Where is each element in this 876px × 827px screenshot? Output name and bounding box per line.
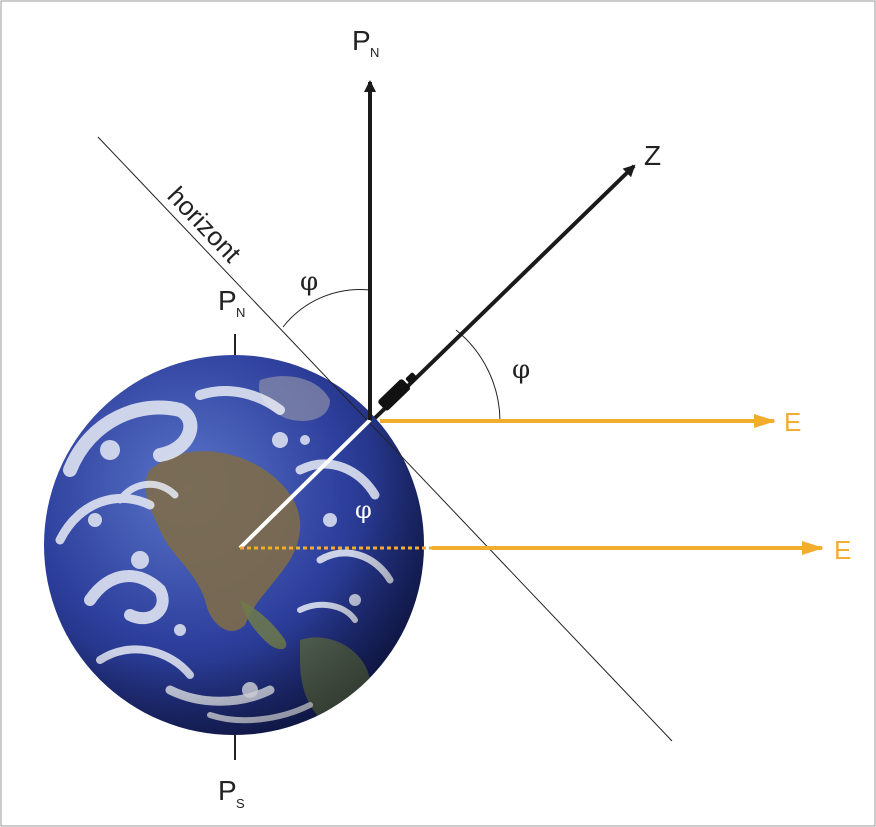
earth-radius-line [238,418,372,550]
globe-north-pole-label: P N [218,285,245,320]
globe-south-pole-label: P S [218,775,245,811]
latitude-arc-right [455,329,501,421]
latitude-arc-top [282,289,371,328]
east-label-upper: E [784,407,801,437]
latitude-angle-label-right: φ [512,355,530,385]
pole-axis-subscript: N [370,45,379,60]
globe-south-letter: P [218,775,237,806]
zenith-arrow [373,164,636,420]
pole-axis-letter: P [352,25,371,56]
horizon-line [97,136,673,742]
globe-north-subscript: N [236,305,245,320]
pole-axis-label: P N [352,25,379,60]
latitude-angle-label-top: φ [300,267,318,297]
earth-globe [44,355,424,735]
latitude-angle-label-center: φ [355,496,372,524]
globe-north-letter: P [218,285,237,316]
globe-shading [44,355,424,735]
globe-south-subscript: S [236,796,245,811]
east-label-lower: E [834,535,851,565]
horizon-label: horizont [162,180,248,268]
telescope-icon [378,372,417,411]
zenith-label: Z [644,140,661,171]
